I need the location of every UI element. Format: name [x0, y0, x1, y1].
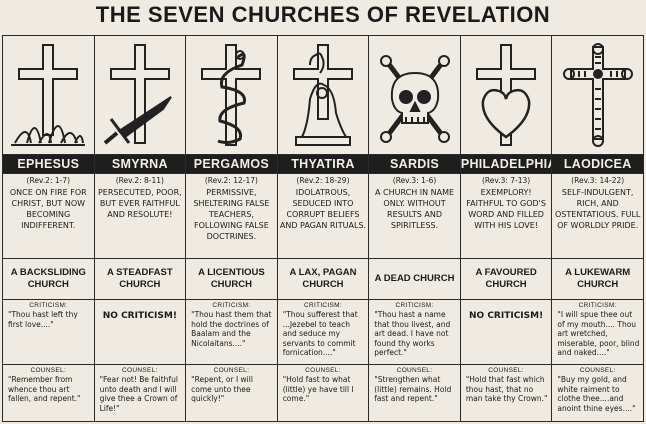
description-cell: (Rev.2: 8-11) PERSECUTED, POOR, BUT EVER … — [93, 173, 187, 259]
church-name: LAODICEA — [551, 154, 644, 174]
counsel-row: COUNSEL:"Remember from whence thou art f… — [2, 364, 644, 422]
counsel-text: "Hold that fast which thou hast, that no… — [465, 375, 548, 403]
description-cell: (Rev.3: 7-13) EXEMPLORY! FAITHFUL TO GOD'… — [459, 173, 553, 259]
description-row: (Rev.2: 1-7) ONCE ON FIRE FOR CHRIST, BUT… — [2, 173, 644, 259]
counsel-label: COUNSEL: — [396, 367, 433, 374]
criticism-cell: NO CRITICISM! — [93, 299, 187, 365]
criticism-label: CRITICISM: — [578, 302, 617, 309]
description-cell: (Rev.3: 1-6) A CHURCH IN NAME ONLY. WITHO… — [368, 173, 461, 259]
counsel-cell: COUNSEL:"Remember from whence thou art f… — [2, 364, 95, 422]
church-type: A DEAD CHURCH — [368, 258, 461, 300]
churches-table: EPHESUS SMYRNA PERGAMOS THYATIRA SARDIS … — [2, 35, 644, 422]
church-description: EXEMPLORY! FAITHFUL TO GOD'S WORD AND FI… — [466, 188, 546, 230]
church-type: A STEADFAST CHURCH — [93, 258, 187, 300]
scripture-reference: (Rev.2: 1-7) — [26, 176, 71, 185]
icon-row — [2, 35, 644, 155]
description-cell: (Rev.2: 1-7) ONCE ON FIRE FOR CHRIST, BUT… — [2, 173, 95, 259]
icon-cell — [368, 35, 461, 155]
counsel-cell: COUNSEL:"Fear not! Be faithful unto deat… — [93, 364, 187, 422]
scripture-reference: (Rev.2: 8-11) — [115, 176, 164, 185]
criticism-text: "I will spue thee out of my mouth.... Th… — [557, 310, 640, 357]
criticism-text: "Thou sufferest that ...Jezebel to teach… — [282, 310, 358, 357]
criticism-row: CRITICISM:"Thou hast left thy first love… — [2, 299, 644, 365]
icon-cell — [2, 35, 95, 155]
church-name: EPHESUS — [2, 154, 95, 174]
cross-with-woman-icon — [292, 44, 353, 146]
counsel-text: "Fear not! Be faithful unto death and I … — [99, 375, 178, 413]
church-description: PERMISSIVE, SHELTERING FALSE TEACHERS, F… — [193, 188, 270, 241]
church-name: SMYRNA — [93, 154, 187, 174]
counsel-cell: COUNSEL:"Repent, or I will come unto the… — [185, 364, 278, 422]
icon-cell — [276, 35, 370, 155]
church-type: A BACKSLIDING CHURCH — [2, 258, 95, 300]
cross-with-heart-icon — [476, 44, 537, 146]
scripture-reference: (Rev.2: 12-17) — [204, 176, 258, 185]
church-type: A LUKEWARM CHURCH — [551, 258, 644, 300]
criticism-cell: NO CRITICISM! — [459, 299, 553, 365]
counsel-text: "Hold fast to what (little) ye have till… — [282, 375, 354, 403]
cross-with-grass-icon — [11, 44, 86, 146]
counsel-label: COUNSEL: — [305, 367, 341, 374]
criticism-text: NO CRITICISM! — [469, 311, 544, 321]
scripture-reference: (Rev.3: 1-6) — [392, 176, 437, 185]
church-description: ONCE ON FIRE FOR CHRIST, BUT NOW BECOMIN… — [9, 188, 87, 230]
criticism-text: "Thou hast left thy first love...." — [8, 310, 78, 329]
criticism-label: CRITICISM: — [395, 302, 434, 309]
criticism-cell: CRITICISM:"Thou hast a name that thou li… — [368, 299, 461, 365]
counsel-label: COUNSEL: — [30, 367, 67, 374]
criticism-label: CRITICISM: — [303, 302, 342, 309]
criticism-label: CRITICISM: — [29, 302, 68, 309]
description-cell: (Rev.2: 12-17) PERMISSIVE, SHELTERING FAL… — [185, 173, 278, 259]
counsel-cell: COUNSEL:"Hold that fast which thou hast,… — [459, 364, 553, 422]
church-name: THYATIRA — [276, 154, 370, 174]
church-description: PERSECUTED, POOR, BUT EVER FAITHFUL AND … — [97, 188, 182, 219]
ornate-cross-icon — [562, 43, 633, 147]
description-cell: (Rev.2: 18-29) IDOLATROUS, SEDUCED INTO C… — [276, 173, 370, 259]
description-cell: (Rev.3: 14-22) SELF-INDULGENT, RICH, AND … — [551, 173, 644, 259]
church-type: A LICENTIOUS CHURCH — [185, 258, 278, 300]
counsel-label: COUNSEL: — [488, 367, 524, 374]
criticism-cell: CRITICISM:"Thou sufferest that ...Jezebe… — [276, 299, 370, 365]
church-description: SELF-INDULGENT, RICH, AND OSTENTATIOUS. … — [555, 188, 641, 230]
counsel-cell: COUNSEL:"Strengthen what (little) remain… — [368, 364, 461, 422]
counsel-cell: COUNSEL:"Hold fast to what (little) ye h… — [276, 364, 370, 422]
church-type: A LAX, PAGAN CHURCH — [276, 258, 370, 300]
church-name: PHILADELPHIA — [459, 154, 553, 174]
skull-crossbones-icon — [379, 55, 450, 143]
counsel-text: "Remember from whence thou art fallen, a… — [8, 375, 81, 403]
church-description: A CHURCH IN NAME ONLY. WITHOUT RESULTS A… — [374, 188, 455, 230]
icon-cell — [93, 35, 187, 155]
counsel-text: "Strengthen what (little) remains. Hold … — [374, 375, 452, 403]
criticism-text: "Thou hast a name that thou livest, and … — [374, 310, 451, 357]
icon-cell — [185, 35, 278, 155]
name-row: EPHESUS SMYRNA PERGAMOS THYATIRA SARDIS … — [2, 154, 644, 174]
criticism-text: "Thou hast them that hold the doctrines … — [191, 310, 272, 348]
counsel-label: COUNSEL: — [122, 367, 158, 374]
criticism-cell: CRITICISM:"I will spue thee out of my mo… — [551, 299, 644, 365]
counsel-cell: COUNSEL:"Buy my gold, and white raiment … — [551, 364, 644, 422]
criticism-text: NO CRITICISM! — [102, 311, 177, 321]
scripture-reference: (Rev.3: 7-13) — [481, 176, 531, 185]
counsel-label: COUNSEL: — [579, 367, 616, 374]
cross-with-serpent-icon — [201, 44, 262, 146]
church-name: SARDIS — [368, 154, 461, 174]
church-name: PERGAMOS — [185, 154, 278, 174]
scripture-reference: (Rev.3: 14-22) — [571, 176, 625, 185]
criticism-cell: CRITICISM:"Thou hast them that hold the … — [185, 299, 278, 365]
type-row: A BACKSLIDING CHURCH A STEADFAST CHURCH … — [2, 258, 644, 300]
icon-cell — [551, 35, 644, 155]
criticism-cell: CRITICISM:"Thou hast left thy first love… — [2, 299, 95, 365]
counsel-text: "Buy my gold, and white raiment to cloth… — [557, 375, 636, 413]
scripture-reference: (Rev.2: 18-29) — [296, 176, 350, 185]
cross-with-sword-icon — [103, 44, 172, 145]
criticism-label: CRITICISM: — [212, 302, 251, 309]
icon-cell — [459, 35, 553, 155]
church-description: IDOLATROUS, SEDUCED INTO CORRUPT BELIEFS… — [279, 188, 367, 230]
counsel-label: COUNSEL: — [213, 367, 250, 374]
counsel-text: "Repent, or I will come unto thee quickl… — [191, 375, 253, 403]
page-title: THE SEVEN CHURCHES OF REVELATION — [95, 2, 551, 27]
church-type: A FAVOURED CHURCH — [459, 258, 553, 300]
